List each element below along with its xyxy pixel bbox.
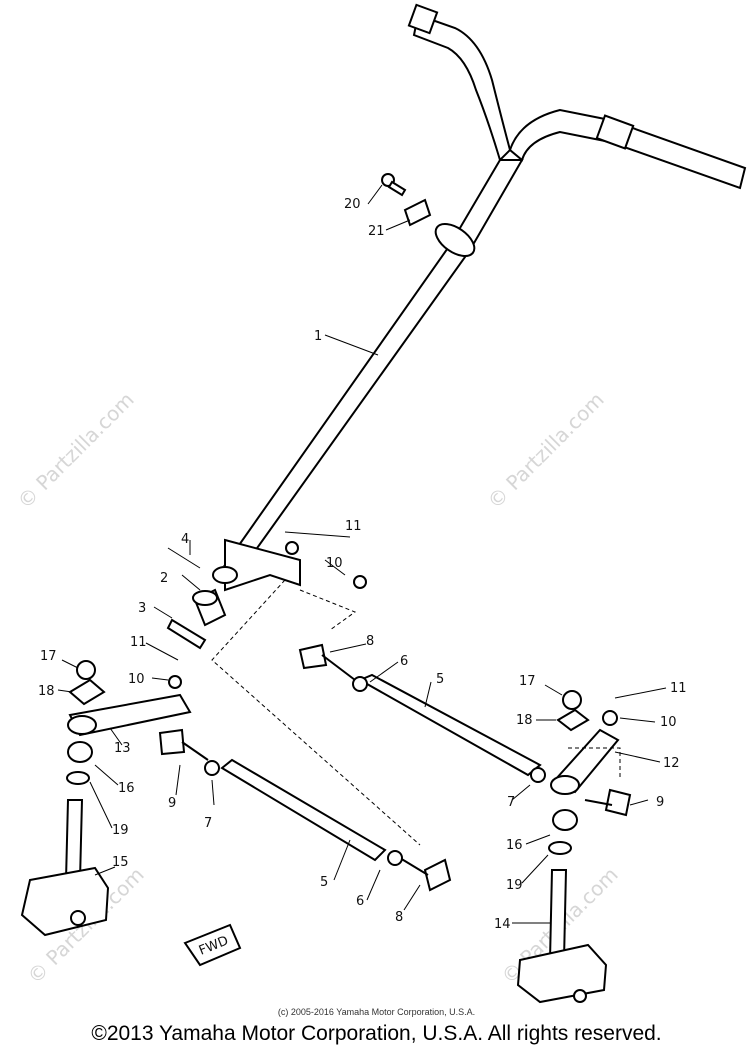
tie-rods <box>220 673 542 862</box>
fwd-arrow: FWD <box>183 923 242 967</box>
callout-18-left: 18 <box>38 684 55 699</box>
nuts-and-washers <box>68 541 618 732</box>
callout-2: 2 <box>160 571 168 586</box>
callout-16-right: 16 <box>506 838 523 853</box>
callout-6-upper: 6 <box>400 654 408 669</box>
watermark-right: © Partzilla.com <box>483 387 609 513</box>
callout-17-right: 17 <box>519 674 536 689</box>
tie-rod-ends <box>158 643 632 892</box>
callout-10-top: 10 <box>326 556 343 571</box>
springs <box>66 741 578 855</box>
callout-10-left: 10 <box>128 672 145 687</box>
callout-11-right: 11 <box>670 681 687 696</box>
copyright-notice: ©2013 Yamaha Motor Corporation, U.S.A. A… <box>91 1022 662 1045</box>
callout-16-left: 16 <box>118 781 135 796</box>
callouts: 1 2 3 4 5 5 6 6 7 7 8 8 9 9 10 10 10 11 … <box>38 197 687 932</box>
watermark-left: © Partzilla.com <box>13 387 139 513</box>
callout-5-lower: 5 <box>320 875 328 890</box>
callout-7-left: 7 <box>204 816 212 831</box>
clamp-bolt <box>381 173 432 227</box>
callout-8-lower: 8 <box>395 910 403 925</box>
callout-14: 14 <box>494 917 511 932</box>
callout-11-top: 11 <box>345 519 362 534</box>
callout-4: 4 <box>181 532 189 547</box>
callout-19-left: 19 <box>112 823 129 838</box>
steering-arms <box>67 693 620 795</box>
dashed-lines <box>211 579 621 846</box>
callout-19-right: 19 <box>506 878 523 893</box>
callout-21: 21 <box>368 224 385 239</box>
callout-7-right: 7 <box>507 795 515 810</box>
callout-18-right: 18 <box>516 713 533 728</box>
callout-9-right: 9 <box>656 795 664 810</box>
callout-20: 20 <box>344 197 361 212</box>
callout-11-left: 11 <box>130 635 147 650</box>
spindles <box>20 799 608 1004</box>
callout-13: 13 <box>114 741 131 756</box>
callout-15: 15 <box>112 855 129 870</box>
callout-17-left: 17 <box>40 649 57 664</box>
callout-8-upper: 8 <box>366 634 374 649</box>
small-copyright: (c) 2005-2016 Yamaha Motor Corporation, … <box>277 1007 476 1017</box>
lock-nuts <box>204 676 546 866</box>
callout-12: 12 <box>663 756 680 771</box>
steering-column <box>212 159 524 592</box>
handlebar <box>407 3 747 190</box>
leader-lines <box>57 184 667 924</box>
callout-3: 3 <box>138 601 146 616</box>
callout-9-left: 9 <box>168 796 176 811</box>
callout-10-right: 10 <box>660 715 677 730</box>
callout-5-upper: 5 <box>436 672 444 687</box>
callout-1: 1 <box>314 329 322 344</box>
callout-6-lower: 6 <box>356 894 364 909</box>
column-bushing <box>166 547 227 650</box>
